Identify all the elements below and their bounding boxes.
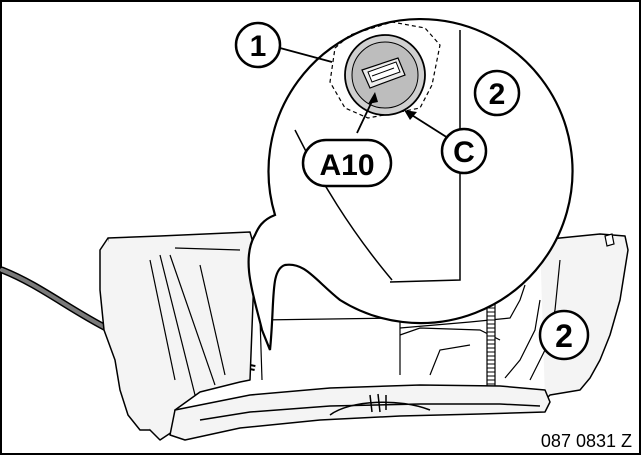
arrow-a10 (368, 92, 378, 104)
callout-2-bottom-text: 2 (555, 318, 573, 354)
arrow-c (404, 110, 417, 120)
callout-2-bottom: 2 (538, 309, 590, 361)
callout-a10-text: A10 (319, 149, 374, 182)
callout-a10: A10 (301, 138, 393, 188)
bottom-tray (169, 384, 551, 441)
callout-c-text: C (453, 136, 475, 169)
callout-1-text: 1 (250, 30, 267, 63)
round-cap (344, 34, 426, 116)
callout-1: 1 (234, 21, 282, 69)
mount-tab (604, 233, 615, 247)
reference-code: 087 0831 Z (541, 431, 632, 451)
callout-2-top-text: 2 (489, 78, 506, 111)
callout-2-top: 2 (473, 69, 521, 117)
threaded-rod (486, 299, 496, 399)
cap-dashed-outline (329, 21, 441, 119)
callout-c: C (440, 127, 488, 175)
